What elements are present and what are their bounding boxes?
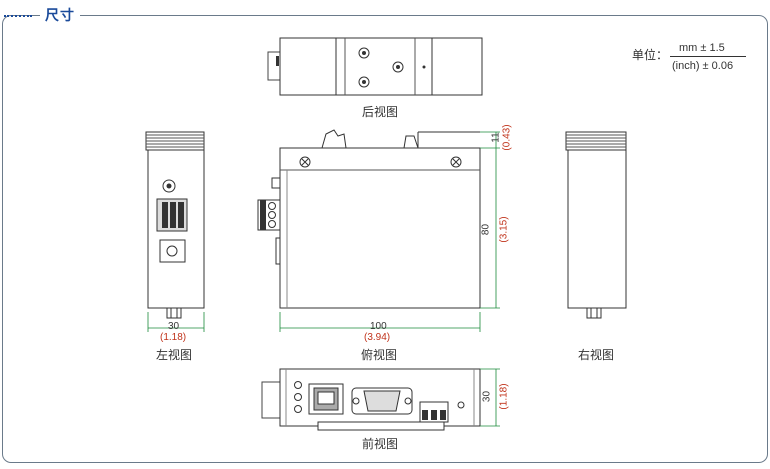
clip-mm: 11 [490, 132, 502, 143]
right-view-label: 右视图 [578, 348, 615, 362]
front-view-drawing [261, 368, 500, 431]
side-width-in: (1.18) [160, 332, 187, 343]
front-view-label: 前视图 [362, 437, 399, 451]
side-width-mm: 30 [168, 321, 180, 332]
rear-view-label: 后视图 [362, 105, 399, 119]
section-title: 尺寸 [40, 5, 80, 25]
left-view-drawing [145, 131, 205, 332]
right-view-drawing [565, 131, 627, 319]
front-height-in: (1.18) [498, 383, 510, 410]
unit-numerator: mm ± 1.5 [679, 42, 725, 54]
rear-view-drawing [267, 37, 483, 96]
header-dotted-line [4, 15, 32, 17]
unit-prefix: 单位： [632, 48, 669, 62]
front-height-mm: 30 [481, 390, 493, 403]
left-view-label: 左视图 [156, 348, 193, 362]
unit-denominator: (inch) ± 0.06 [672, 60, 734, 72]
top-view-drawing [257, 129, 500, 332]
width-in: (3.94) [364, 332, 391, 343]
depth-in: (3.15) [498, 216, 510, 243]
header-rule [88, 15, 748, 16]
width-mm: 100 [370, 321, 387, 332]
top-view-label: 俯视图 [361, 348, 398, 362]
depth-mm: 80 [480, 223, 492, 236]
clip-in: (0.43) [501, 124, 513, 151]
unit-fraction-bar [670, 56, 746, 57]
